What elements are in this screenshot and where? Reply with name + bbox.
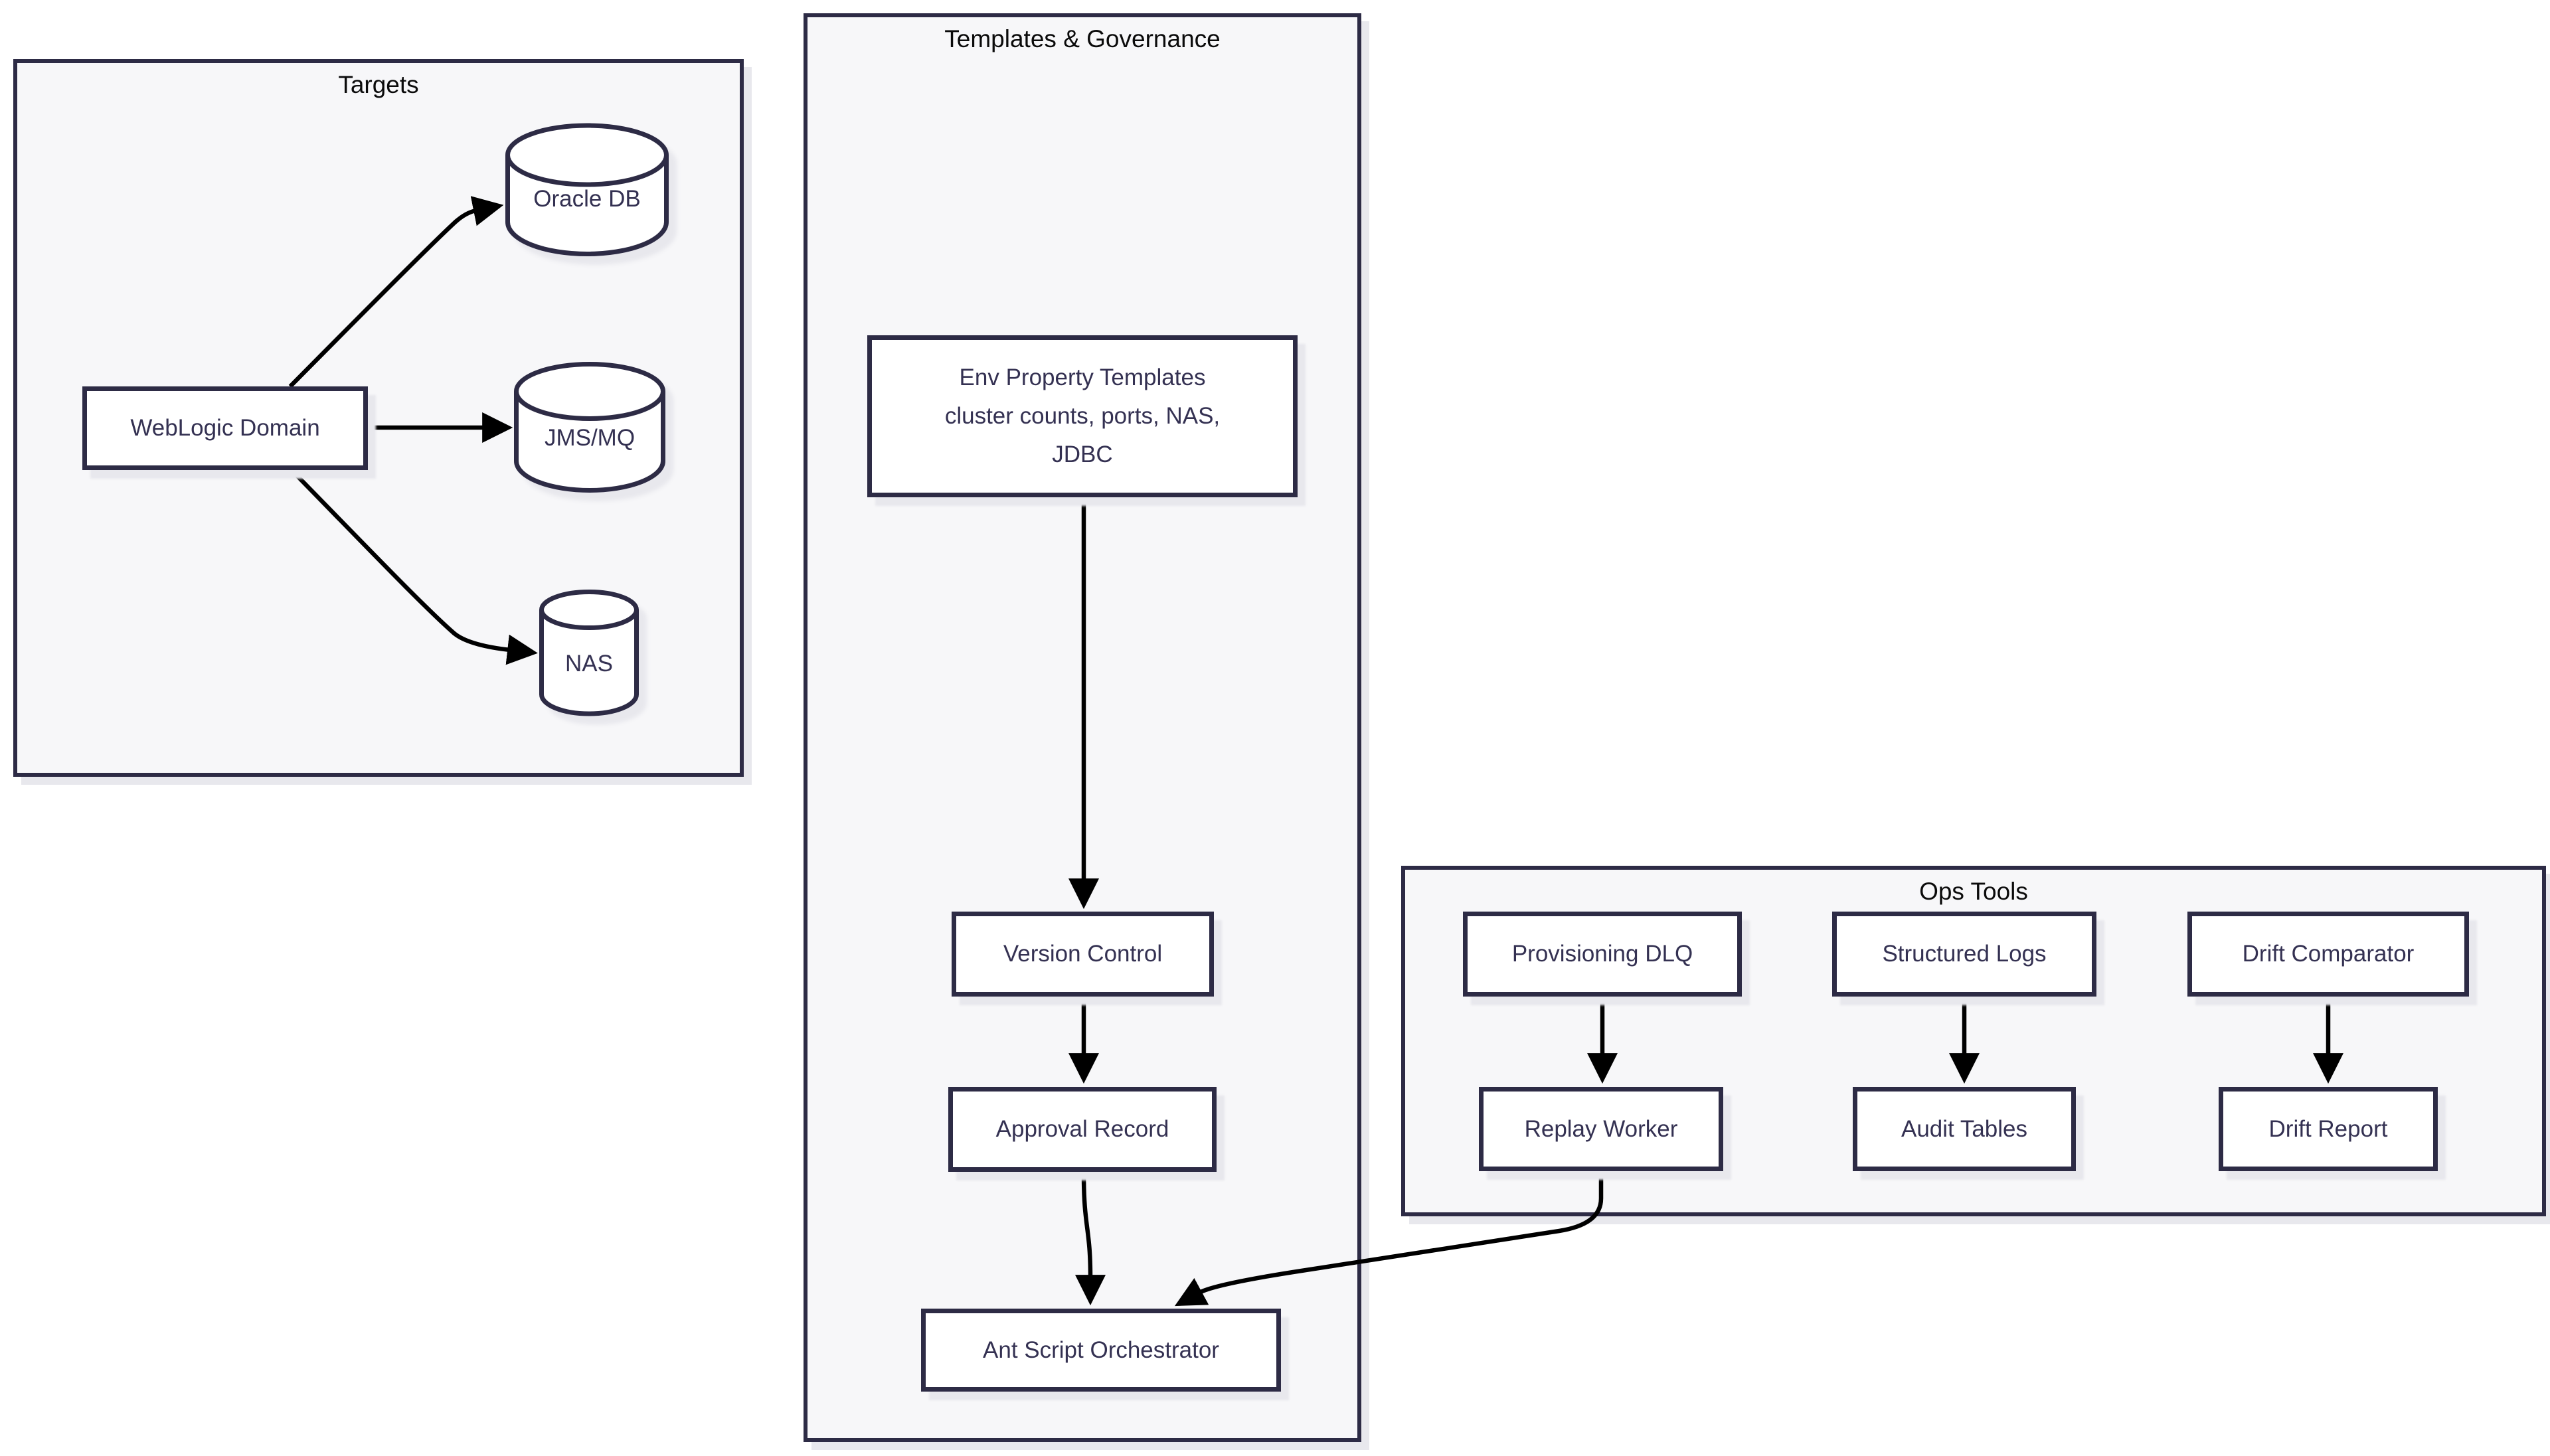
node-env-property-templates-label: Env Property Templates cluster counts, p…	[944, 364, 1221, 467]
database-cylinder-icon	[505, 123, 669, 256]
node-weblogic-domain: WebLogic Domain	[82, 386, 368, 470]
database-cylinder-icon	[539, 590, 639, 716]
node-version-control: Version Control	[952, 912, 1214, 997]
node-drift-comparator-label: Drift Comparator	[2242, 941, 2415, 967]
node-nas-label: NAS	[565, 650, 613, 677]
node-version-control-label: Version Control	[1003, 941, 1163, 967]
node-oracle-db-label: Oracle DB	[533, 186, 641, 212]
node-provisioning-dlq-label: Provisioning DLQ	[1511, 941, 1693, 967]
node-ant-script-orchestrator-label: Ant Script Orchestrator	[983, 1336, 1219, 1363]
node-ant-script-orchestrator: Ant Script Orchestrator	[921, 1309, 1281, 1392]
node-nas: NAS	[539, 588, 639, 718]
node-env-property-templates: Env Property Templates cluster counts, p…	[867, 335, 1298, 497]
group-ops-tools-title: Ops Tools	[1919, 878, 2028, 905]
node-provisioning-dlq: Provisioning DLQ	[1463, 912, 1742, 997]
node-structured-logs: Structured Logs	[1832, 912, 2096, 997]
node-approval-record: Approval Record	[948, 1087, 1217, 1172]
group-templates-governance-title: Templates & Governance	[944, 25, 1221, 52]
node-jms-mq: JMS/MQ	[514, 360, 665, 495]
database-cylinder-icon	[514, 362, 665, 493]
node-replay-worker: Replay Worker	[1479, 1087, 1723, 1171]
node-replay-worker-label: Replay Worker	[1524, 1115, 1678, 1142]
node-audit-tables-label: Audit Tables	[1901, 1115, 2028, 1142]
node-drift-report-label: Drift Report	[2268, 1115, 2388, 1142]
node-jms-mq-label: JMS/MQ	[544, 425, 636, 451]
node-structured-logs-label: Structured Logs	[1882, 941, 2047, 967]
node-oracle-db: Oracle DB	[505, 121, 669, 256]
node-weblogic-domain-label: WebLogic Domain	[130, 415, 320, 442]
node-approval-record-label: Approval Record	[995, 1116, 1169, 1143]
node-drift-report: Drift Report	[2219, 1087, 2438, 1171]
group-templates-governance: Templates & Governance	[804, 13, 1361, 1442]
node-audit-tables: Audit Tables	[1853, 1087, 2076, 1171]
node-drift-comparator: Drift Comparator	[2187, 912, 2469, 997]
group-targets-title: Targets	[338, 71, 419, 98]
